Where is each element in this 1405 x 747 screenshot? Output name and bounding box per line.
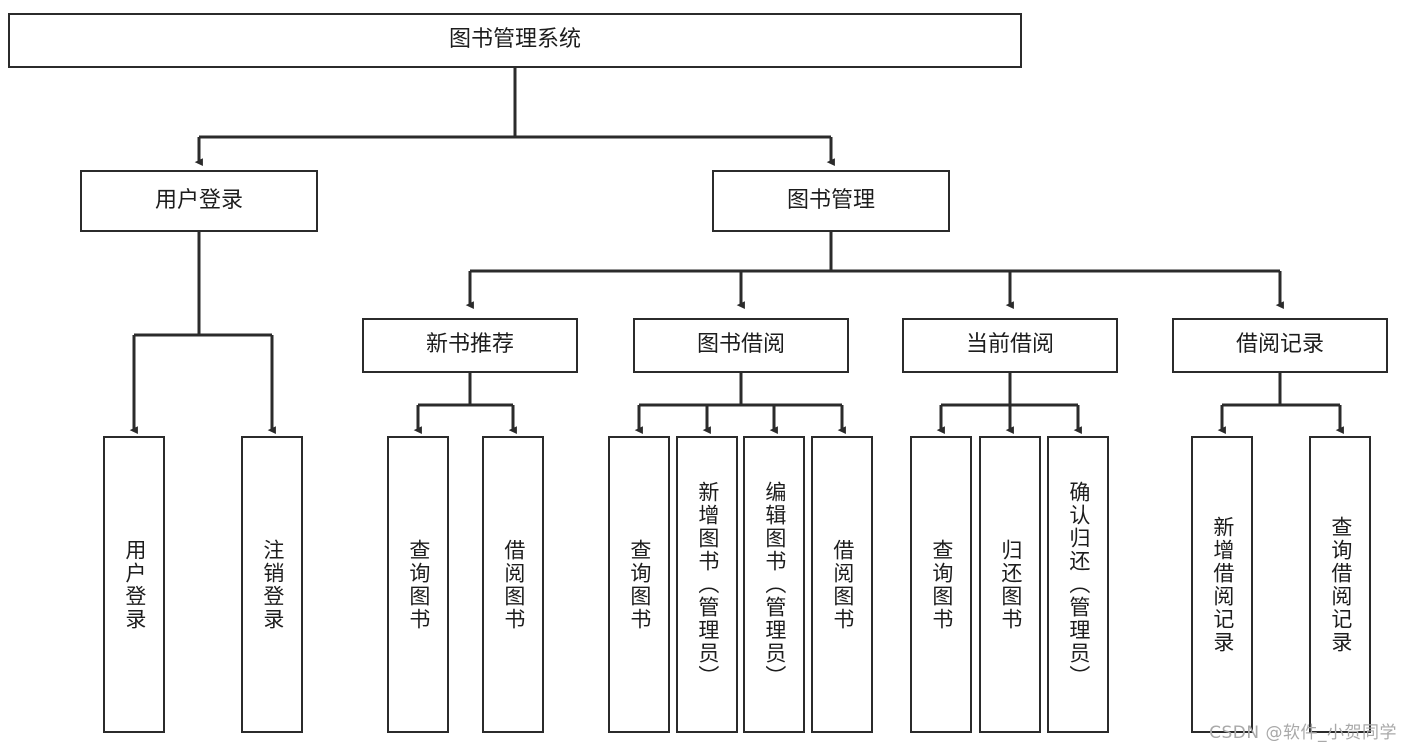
leaf-label: 确认归还（管理员） <box>1066 481 1091 688</box>
node-root-system[interactable]: 图书管理系统 <box>8 13 1022 68</box>
leaf-add-book-admin[interactable]: 新增图书（管理员） <box>676 436 738 733</box>
node-new-book-recommend[interactable]: 新书推荐 <box>362 318 578 373</box>
leaf-label: 查询图书 <box>406 538 431 631</box>
node-book-management[interactable]: 图书管理 <box>712 170 950 232</box>
leaf-edit-book-admin[interactable]: 编辑图书（管理员） <box>743 436 805 733</box>
node-user-login[interactable]: 用户登录 <box>80 170 318 232</box>
leaf-label: 借阅图书 <box>501 538 526 631</box>
leaf-label: 注销登录 <box>260 538 285 631</box>
leaf-label: 新增图书（管理员） <box>695 481 720 688</box>
leaf-add-borrow-record[interactable]: 新增借阅记录 <box>1191 436 1253 733</box>
leaf-query-borrow-record[interactable]: 查询借阅记录 <box>1309 436 1371 733</box>
node-current-borrow[interactable]: 当前借阅 <box>902 318 1118 373</box>
leaf-label: 查询图书 <box>627 538 652 631</box>
node-borrow-record[interactable]: 借阅记录 <box>1172 318 1388 373</box>
leaf-label: 新增借阅记录 <box>1210 515 1235 654</box>
leaf-logout[interactable]: 注销登录 <box>241 436 303 733</box>
leaf-query-book-new[interactable]: 查询图书 <box>387 436 449 733</box>
leaf-label: 查询图书 <box>929 538 954 631</box>
leaf-confirm-return-admin[interactable]: 确认归还（管理员） <box>1047 436 1109 733</box>
leaf-query-book-current[interactable]: 查询图书 <box>910 436 972 733</box>
leaf-user-login[interactable]: 用户登录 <box>103 436 165 733</box>
leaf-return-book[interactable]: 归还图书 <box>979 436 1041 733</box>
node-book-borrow[interactable]: 图书借阅 <box>633 318 849 373</box>
leaf-borrow-book-new[interactable]: 借阅图书 <box>482 436 544 733</box>
leaf-label: 借阅图书 <box>830 538 855 631</box>
leaf-borrow-book[interactable]: 借阅图书 <box>811 436 873 733</box>
leaf-label: 查询借阅记录 <box>1328 515 1353 654</box>
leaf-label: 归还图书 <box>998 538 1023 631</box>
leaf-label: 用户登录 <box>122 538 147 631</box>
leaf-label: 编辑图书（管理员） <box>762 481 787 688</box>
leaf-query-book-borrow[interactable]: 查询图书 <box>608 436 670 733</box>
